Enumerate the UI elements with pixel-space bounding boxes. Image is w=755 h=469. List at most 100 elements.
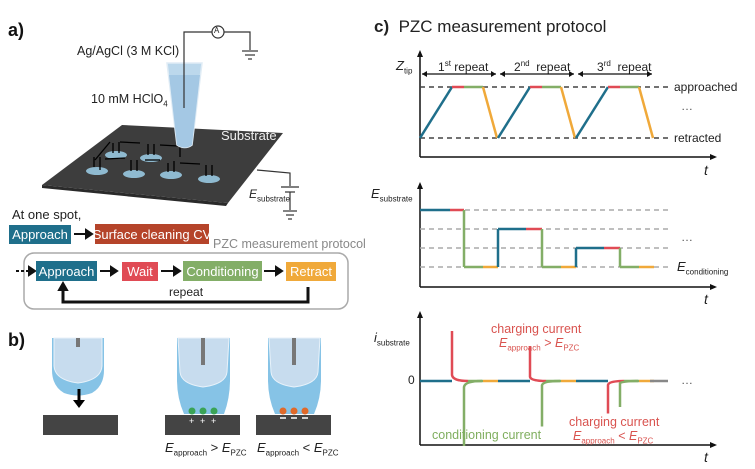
e-symbol: E (313, 440, 323, 455)
axis-sub: substrate (376, 338, 410, 348)
sub: approach (507, 343, 541, 353)
repeat-sup: nd (520, 59, 530, 68)
sub-approach: approach (265, 448, 300, 458)
ellipsis: … (681, 230, 693, 244)
sub-pzc: PZC (230, 448, 247, 458)
e-symbol: E (257, 440, 266, 455)
axis-symbol: i (374, 330, 377, 345)
sub: PZC (637, 436, 654, 446)
case-positive-label: Eapproach > EPZC (165, 440, 247, 458)
repeat-text: repeat (617, 60, 652, 74)
tip-positive-case: +++ (165, 337, 240, 435)
electrolyte-text: 10 mM HClO (91, 92, 164, 106)
battery-icon (281, 186, 299, 220)
axis-symbol: Z (396, 58, 404, 73)
repeat-arrowhead-left (500, 71, 505, 77)
ztip-y-arrow (417, 50, 423, 57)
axis-symbol: E (677, 259, 686, 274)
conditioning-current-label: conditioning current (432, 428, 542, 442)
e-symbol: E (221, 440, 231, 455)
operator: > (210, 440, 219, 455)
zero-tick: 0 (408, 373, 415, 387)
repeat-arrowhead-right (491, 71, 496, 77)
ztip-retract-segment (637, 86, 655, 139)
repeat-1-label: 1st repeat (438, 59, 488, 74)
repeat-label: repeat (169, 285, 204, 299)
repeat-arrowhead-left (422, 71, 427, 77)
operator: > (544, 336, 552, 350)
case-negative-label: Eapproach < EPZC (257, 440, 339, 458)
step-approach-initial: Approach (9, 225, 71, 244)
electrolyte-sub: 4 (163, 99, 168, 109)
ground-icon (242, 50, 258, 60)
repeat-text: repeat (536, 60, 571, 74)
annotation-text: charging current (569, 415, 660, 429)
panel-b-label: b) (8, 330, 25, 350)
svg-text:+: + (189, 416, 194, 426)
e-symbol: E (573, 429, 582, 443)
ztip-retract-segment (481, 86, 499, 139)
reference-electrode-label: Ag/AgCl (3 M KCl) (77, 44, 180, 58)
isub-x-arrow (710, 442, 717, 448)
tip-approach-illustrations: +++ (43, 337, 331, 435)
esub-y-arrow (417, 182, 423, 189)
sub: PZC (563, 343, 580, 353)
charging-current-spike (528, 346, 547, 383)
e-symbol: E (499, 336, 508, 350)
repeat-num: 1 (438, 60, 445, 74)
tip-approaching (43, 337, 118, 435)
scan-path-arrows (93, 141, 213, 176)
ztip-approach-segment (418, 86, 454, 139)
operator: < (302, 440, 311, 455)
repeat-arrowhead-left (578, 71, 583, 77)
potential-sub: substrate (257, 194, 290, 204)
ztip-retract-segment (559, 86, 577, 139)
panel-c-title-text: PZC measurement protocol (398, 17, 607, 36)
charging-current-spike (450, 331, 469, 383)
e-substrate-axis-label: Esubstrate (371, 186, 413, 204)
i-substrate-axis-label: isubstrate (374, 330, 410, 348)
axis-sub: conditioning (685, 267, 729, 277)
axis-sub: substrate (379, 194, 413, 204)
repeat-arrowhead-right (647, 71, 652, 77)
step-conditioning: Conditioning (183, 261, 262, 281)
setup-illustration (16, 25, 349, 310)
repeat-sup: st (444, 59, 451, 68)
ztip-x-arrow (710, 154, 717, 160)
repeat-2-label: 2nd repeat (514, 59, 570, 74)
repeat-arrowhead-right (569, 71, 574, 77)
repeat-3-label: 3rd repeat (597, 59, 652, 74)
esub-x-arrow (710, 284, 717, 290)
substrate-label: Substrate (221, 128, 277, 143)
panel-c-label: c) (374, 17, 390, 36)
retracted-label: retracted (674, 131, 722, 145)
step-surface-cleaning: Surface cleaning CV (93, 224, 211, 244)
repeat-sup: rd (603, 59, 611, 68)
operator: < (618, 429, 626, 443)
t-axis-label: t (704, 291, 708, 307)
protocol-frame (23, 252, 349, 310)
sub-approach: approach (173, 448, 208, 458)
annotation-text: charging current (491, 322, 582, 336)
repeat-text: repeat (454, 60, 489, 74)
protocol-title-a: PZC measurement protocol (213, 237, 366, 251)
tip-negative-case (256, 337, 331, 435)
approached-label: approached (674, 80, 738, 94)
z-tip-axis-label: Ztip (396, 58, 412, 76)
electrode-wire (183, 31, 212, 108)
repeat-num: 2 (514, 60, 521, 74)
svg-text:+: + (200, 416, 205, 426)
e-symbol: E (628, 429, 638, 443)
sub: approach (581, 436, 615, 446)
charging-current-spike (606, 379, 625, 414)
e-conditioning-label: Econditioning (677, 259, 728, 277)
isub-y-arrow (417, 311, 423, 318)
t-axis-label: t (704, 449, 708, 465)
measurement-spots (86, 151, 220, 183)
panel-a-label: a) (8, 20, 25, 40)
conditioning-current-spike (618, 379, 639, 407)
one-spot-label: At one spot, (12, 207, 82, 222)
